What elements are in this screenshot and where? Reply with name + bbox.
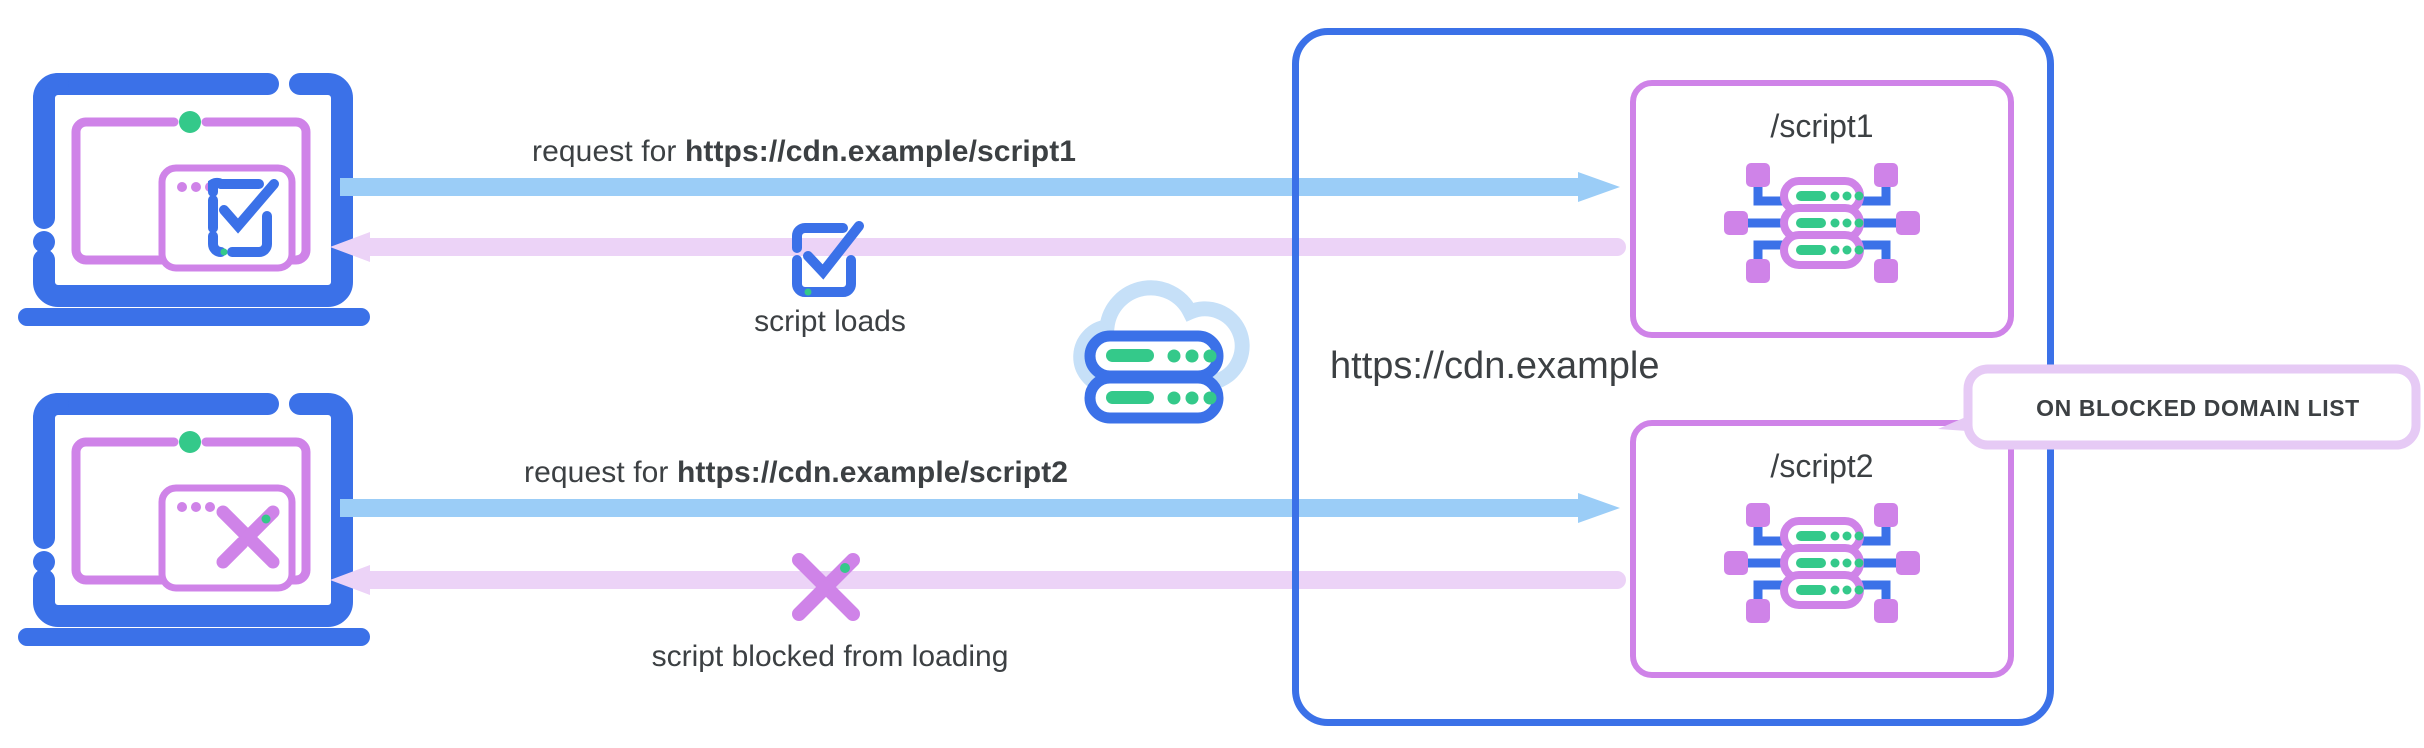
server-icon [1724, 163, 1920, 283]
result-label-script2: script blocked from loading [651, 640, 1009, 673]
response-arrow-script1 [330, 232, 1626, 262]
script-blocked-status-icon [775, 540, 885, 632]
laptop-shell-icon [18, 73, 370, 326]
laptop-shell-icon [18, 393, 370, 646]
screen-outline-icon [71, 431, 311, 585]
request-url: https://cdn.example/script1 [684, 135, 1077, 168]
blocked-domain-callout: ON BLOCKED DOMAIN LIST [1930, 364, 2421, 450]
window-card-icon [158, 484, 296, 592]
result-label-script1: script loads [754, 305, 906, 338]
response-arrow-script2 [330, 565, 1626, 595]
script-loads-status-icon [775, 212, 885, 304]
request-label-script2: request for https://cdn.example/script2 [524, 456, 1068, 490]
script1-box: /script1 [1630, 80, 2014, 338]
script2-label: /script2 [1770, 448, 1874, 484]
request-arrow-script2 [340, 493, 1620, 523]
script1-label: /script1 [1770, 108, 1874, 144]
callout-text: ON BLOCKED DOMAIN LIST [2036, 395, 2360, 421]
checkmark-icon [208, 177, 279, 257]
request-label-script1: request for https://cdn.example/script1 [532, 135, 1076, 169]
request-prefix: request for [524, 456, 677, 489]
cross-icon [216, 505, 280, 569]
server-icon [1724, 503, 1920, 623]
request-url: https://cdn.example/script2 [676, 456, 1069, 489]
request-prefix: request for [532, 135, 685, 168]
screen-outline-icon [71, 111, 311, 265]
browser-device-blocked [10, 370, 380, 650]
cdn-domain-label: https://cdn.example [1330, 345, 1660, 387]
script2-box: /script2 [1630, 420, 2014, 678]
request-arrow-script1 [340, 172, 1620, 202]
server-bars-icon [1084, 330, 1224, 424]
browser-device-allowed [10, 50, 380, 330]
cloud-server-icon [1060, 280, 1260, 424]
